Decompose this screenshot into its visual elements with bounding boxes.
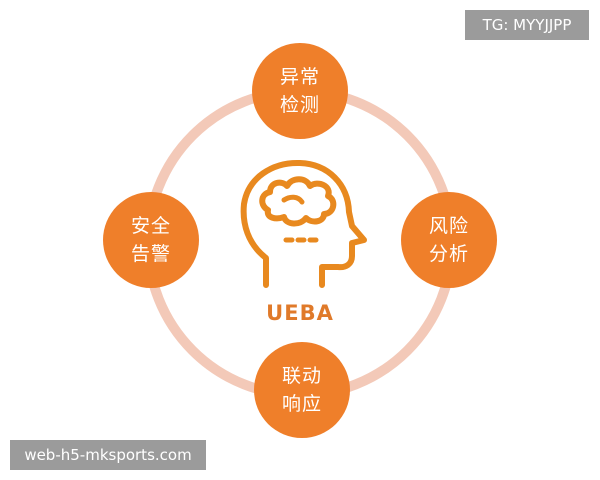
node-label-line: 分析 (428, 243, 469, 265)
node-label-line: 风险 (428, 215, 469, 237)
node-security-alert (103, 192, 199, 288)
node-label-right: 风险 分析 (399, 212, 499, 268)
telegram-tag: TG: MYYJJPP (465, 10, 589, 40)
node-linked-response (254, 342, 350, 438)
node-label-line: 响应 (281, 393, 322, 415)
node-label-line: 告警 (130, 243, 171, 265)
node-label-left: 安全 告警 (101, 212, 201, 268)
head-brain-icon (240, 159, 367, 288)
node-label-top: 异常 检测 (250, 63, 350, 119)
node-label-line: 安全 (130, 215, 171, 237)
node-label-line: 异常 (279, 66, 320, 88)
node-risk-analysis (401, 192, 497, 288)
node-label-line: 联动 (281, 365, 322, 387)
node-label-line: 检测 (279, 94, 320, 116)
center-label: UEBA (266, 301, 334, 325)
website-watermark: web-h5-mksports.com (10, 440, 206, 470)
node-anomaly-detection (252, 43, 348, 139)
node-label-bottom: 联动 响应 (252, 362, 352, 418)
